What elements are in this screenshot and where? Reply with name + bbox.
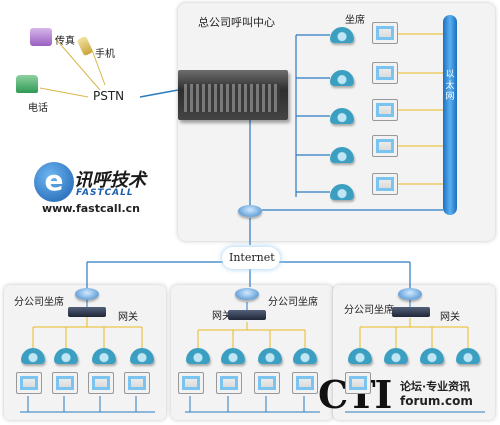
- logo-url: www.fastcall.cn: [42, 202, 140, 215]
- hq-agents-label: 坐席: [345, 15, 365, 26]
- desk-phone-icon: [330, 108, 354, 124]
- gateway-icon: [228, 310, 266, 320]
- pc-icon: [254, 372, 280, 394]
- desk-phone-icon: [186, 348, 210, 364]
- pc-icon: [16, 372, 42, 394]
- pc-icon: [216, 372, 242, 394]
- fax-icon: [30, 28, 52, 46]
- pc-icon: [88, 372, 114, 394]
- phone-label: 电话: [28, 103, 48, 114]
- hq-server-icon: [178, 70, 288, 120]
- branch-3-gateway-label: 网关: [440, 312, 460, 323]
- branch-2-label: 分公司坐席: [268, 297, 318, 308]
- pc-icon: [372, 22, 398, 44]
- gateway-icon: [392, 307, 430, 317]
- fax-label: 传真: [55, 36, 75, 47]
- branch-1-label: 分公司坐席: [14, 297, 64, 308]
- router-icon: [235, 288, 259, 300]
- pc-icon: [124, 372, 150, 394]
- router-icon: [238, 205, 262, 217]
- pc-icon: [372, 135, 398, 157]
- pc-icon: [52, 372, 78, 394]
- branch-1-gateway-label: 网关: [118, 312, 138, 323]
- pc-icon: [178, 372, 204, 394]
- cti-watermark: CTI 论坛·专业资讯 forum.com: [318, 372, 498, 422]
- desk-phone-icon: [221, 348, 245, 364]
- pc-icon: [345, 372, 371, 394]
- desk-phone-icon: [130, 348, 154, 364]
- ethernet-bus: [443, 15, 457, 215]
- logo-latin: FASTCALL: [76, 188, 134, 198]
- branch-2-gateway-label: 网关: [212, 311, 232, 322]
- router-icon: [398, 288, 422, 300]
- desk-phone-icon: [293, 348, 317, 364]
- desk-phone-icon: [456, 348, 480, 364]
- phone-icon: [16, 75, 38, 93]
- mobile-label: 手机: [95, 49, 115, 60]
- desk-phone-icon: [258, 348, 282, 364]
- desk-phone-icon: [330, 147, 354, 163]
- desk-phone-icon: [330, 27, 354, 43]
- desk-phone-icon: [330, 184, 354, 200]
- desk-phone-icon: [21, 348, 45, 364]
- gateway-icon: [68, 307, 106, 317]
- hq-title: 总公司呼叫中心: [198, 16, 275, 29]
- watermark-site: forum.com: [400, 394, 473, 408]
- logo-e-mark: e: [34, 162, 74, 202]
- desk-phone-icon: [92, 348, 116, 364]
- ethernet-label: 以太网: [445, 70, 455, 102]
- pc-icon: [292, 372, 318, 394]
- branch-3-label: 分公司坐席: [344, 305, 394, 316]
- pc-icon: [372, 173, 398, 195]
- desk-phone-icon: [54, 348, 78, 364]
- pc-icon: [372, 99, 398, 121]
- internet-cloud: [222, 247, 280, 269]
- desk-phone-icon: [420, 348, 444, 364]
- watermark-tag: 论坛·专业资讯: [400, 380, 471, 393]
- desk-phone-icon: [330, 70, 354, 86]
- pstn-label: PSTN: [93, 89, 125, 103]
- internet-label: Internet: [229, 251, 275, 264]
- logo-name: 讯呼技术: [74, 170, 146, 191]
- desk-phone-icon: [384, 348, 408, 364]
- fastcall-logo: e 讯呼技术 FASTCALL www.fastcall.cn: [34, 160, 174, 220]
- router-icon: [75, 288, 99, 300]
- desk-phone-icon: [348, 348, 372, 364]
- pc-icon: [372, 62, 398, 84]
